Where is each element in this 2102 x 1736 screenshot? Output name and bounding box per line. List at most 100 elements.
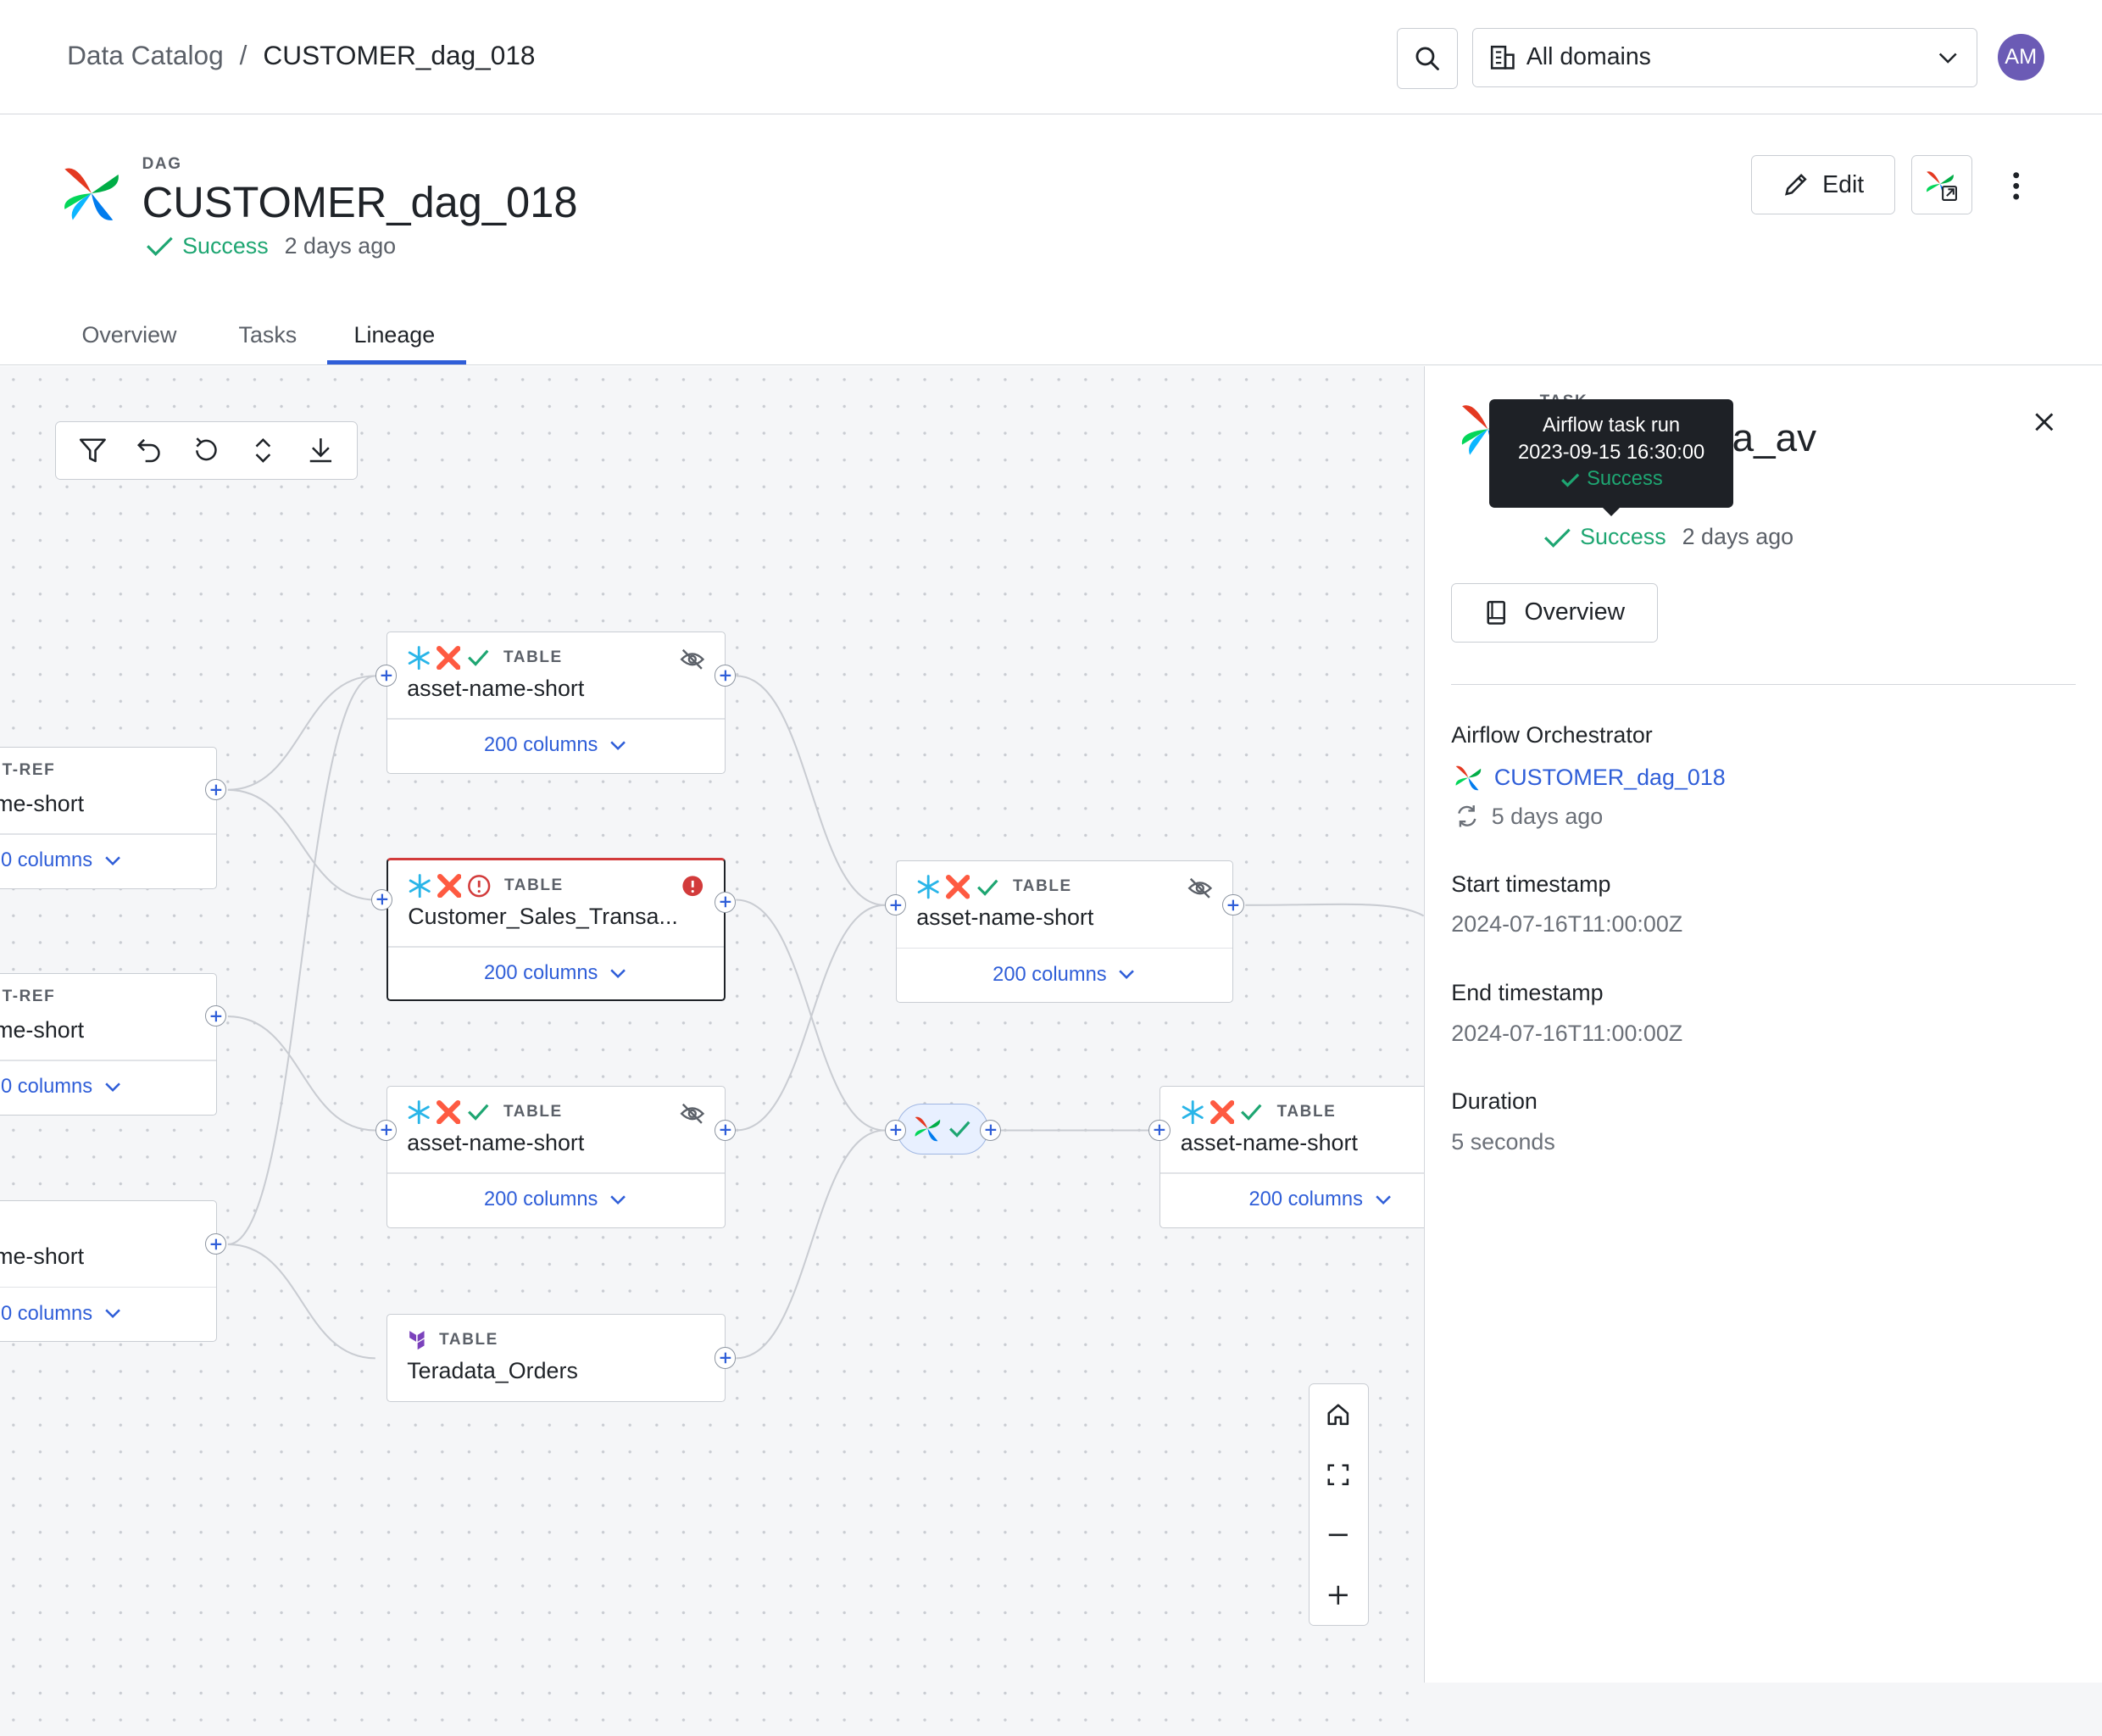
plus-icon: [720, 897, 731, 908]
undo-icon: [136, 438, 160, 463]
page-title: CUSTOMER_dag_018: [142, 177, 578, 226]
expand-port[interactable]: [204, 1005, 227, 1027]
lineage-node-selected[interactable]: TABLE Customer_Sales_Transa... 200 colum…: [386, 858, 726, 1002]
airflow-task-node[interactable]: [897, 1103, 988, 1155]
expand-port[interactable]: [714, 1347, 737, 1369]
reset-button[interactable]: [185, 429, 228, 472]
user-avatar[interactable]: AM: [1997, 33, 2044, 81]
expand-port[interactable]: [714, 665, 737, 687]
tab-tasks[interactable]: Tasks: [238, 321, 298, 348]
lineage-node[interactable]: TABLE asset-name-short 200 columns: [386, 1086, 726, 1228]
airflow-external-icon: [1927, 170, 1958, 201]
tooltip-title: Airflow task run: [1543, 415, 1681, 437]
zoom-in-icon[interactable]: [1325, 1582, 1352, 1609]
node-columns-toggle[interactable]: 200 columns: [387, 734, 725, 757]
snowflake-icon: [409, 874, 431, 899]
kebab-menu-icon: [2013, 172, 2020, 200]
node-divider: [386, 718, 725, 720]
filter-button[interactable]: [71, 429, 114, 472]
status-badge: Success 2 days ago: [145, 233, 396, 259]
pencil-icon: [1784, 174, 1807, 197]
zoom-out-icon[interactable]: [1325, 1522, 1352, 1549]
expand-port[interactable]: [884, 1119, 907, 1141]
node-name: asset-name-short: [1180, 1129, 1358, 1155]
domain-select[interactable]: All domains: [1471, 28, 1977, 87]
node-name: me-short: [0, 1244, 85, 1270]
airflow-icon: [1456, 765, 1482, 791]
book-icon: [1487, 600, 1506, 625]
plus-icon: [720, 670, 731, 682]
node-columns-toggle[interactable]: 0 columns: [1, 849, 216, 872]
lineage-node[interactable]: TABLE asset-name-short 200 columns: [1159, 1086, 1424, 1228]
node-columns-label: 200 columns: [483, 962, 598, 985]
eye-off-icon[interactable]: [679, 1100, 706, 1127]
task-run-tooltip: Airflow task run 2023-09-15 16:30:00 Suc…: [1489, 399, 1733, 516]
tooltip-status: Success: [1489, 466, 1733, 493]
node-kind: T-REF: [2, 988, 56, 1006]
panel-bottom-strip: [1423, 1682, 2102, 1736]
node-columns-toggle[interactable]: 200 columns: [897, 964, 1233, 987]
lineage-node[interactable]: TABLE asset-name-short 200 columns: [386, 631, 726, 774]
eye-off-icon[interactable]: [1187, 875, 1214, 902]
expand-port[interactable]: [714, 1119, 737, 1141]
lineage-node[interactable]: T-REF me-short 0 columns: [0, 746, 218, 889]
expand-port[interactable]: [371, 888, 393, 910]
lineage-node[interactable]: T-REF me-short 0 columns: [0, 973, 218, 1116]
open-in-airflow-button[interactable]: [1911, 155, 1972, 215]
expand-port[interactable]: [1148, 1119, 1171, 1141]
breadcrumb-root-link[interactable]: Data Catalog: [67, 40, 224, 71]
fit-view-icon[interactable]: [1325, 1461, 1352, 1488]
expand-port[interactable]: [375, 1119, 398, 1141]
search-icon: [1415, 47, 1439, 71]
airflow-icon: [915, 1116, 941, 1142]
node-name: me-short: [0, 1016, 85, 1043]
node-columns-toggle[interactable]: 200 columns: [387, 1188, 725, 1211]
plus-icon: [1227, 899, 1239, 910]
snowflake-icon: [1182, 1100, 1204, 1125]
expand-port[interactable]: [980, 1119, 1002, 1141]
node-kind: TABLE: [503, 648, 563, 666]
duration-label: Duration: [1451, 1088, 1538, 1115]
node-name: asset-name-short: [407, 675, 585, 701]
search-button[interactable]: [1397, 28, 1458, 89]
lineage-node[interactable]: TABLE Teradata_Orders: [386, 1313, 726, 1403]
dbt-icon: [1209, 1099, 1235, 1125]
node-columns-toggle[interactable]: 200 columns: [388, 962, 724, 985]
expand-port[interactable]: [714, 891, 737, 914]
plus-icon: [210, 784, 221, 795]
alert-icon: [467, 875, 491, 898]
node-columns-toggle[interactable]: 0 columns: [1, 1076, 216, 1099]
node-columns-toggle[interactable]: 0 columns: [1, 1303, 216, 1326]
edit-button[interactable]: Edit: [1750, 155, 1896, 215]
overview-button-label: Overview: [1524, 598, 1626, 626]
expand-port[interactable]: [204, 778, 227, 801]
node-columns-toggle[interactable]: 200 columns: [1248, 1188, 1423, 1211]
chevron-down-icon: [105, 1082, 120, 1092]
expand-port[interactable]: [204, 1233, 227, 1255]
overview-button[interactable]: Overview: [1451, 582, 1658, 643]
tab-overview[interactable]: Overview: [81, 321, 177, 348]
orchestrator-link[interactable]: CUSTOMER_dag_018: [1454, 763, 1726, 793]
expand-port[interactable]: [1222, 893, 1244, 916]
lineage-node[interactable]: TABLE asset-name-short 200 columns: [895, 860, 1234, 1004]
lineage-toolbar: [54, 420, 359, 481]
undo-button[interactable]: [128, 429, 171, 472]
download-button[interactable]: [299, 429, 342, 472]
tooltip-timestamp: 2023-09-15 16:30:00: [1517, 441, 1705, 464]
active-tab-indicator: [326, 360, 467, 365]
entity-kind-label: DAG: [142, 155, 182, 174]
check-icon: [467, 1104, 489, 1121]
close-icon[interactable]: [2031, 409, 2058, 436]
plus-icon: [381, 670, 392, 682]
dbt-icon: [437, 874, 462, 899]
lineage-node[interactable]: me-short 0 columns: [0, 1199, 218, 1343]
eye-off-icon[interactable]: [679, 646, 706, 673]
expand-port[interactable]: [375, 665, 398, 687]
node-columns-label: 0 columns: [1, 1076, 93, 1099]
expand-port[interactable]: [884, 893, 907, 916]
lineage-canvas[interactable]: T-REF me-short 0 columns T-REF me-short …: [0, 365, 1424, 1736]
home-icon[interactable]: [1325, 1401, 1352, 1428]
more-options-button[interactable]: [2003, 169, 2030, 203]
expand-collapse-button[interactable]: [242, 429, 286, 472]
tab-lineage[interactable]: Lineage: [353, 321, 436, 348]
